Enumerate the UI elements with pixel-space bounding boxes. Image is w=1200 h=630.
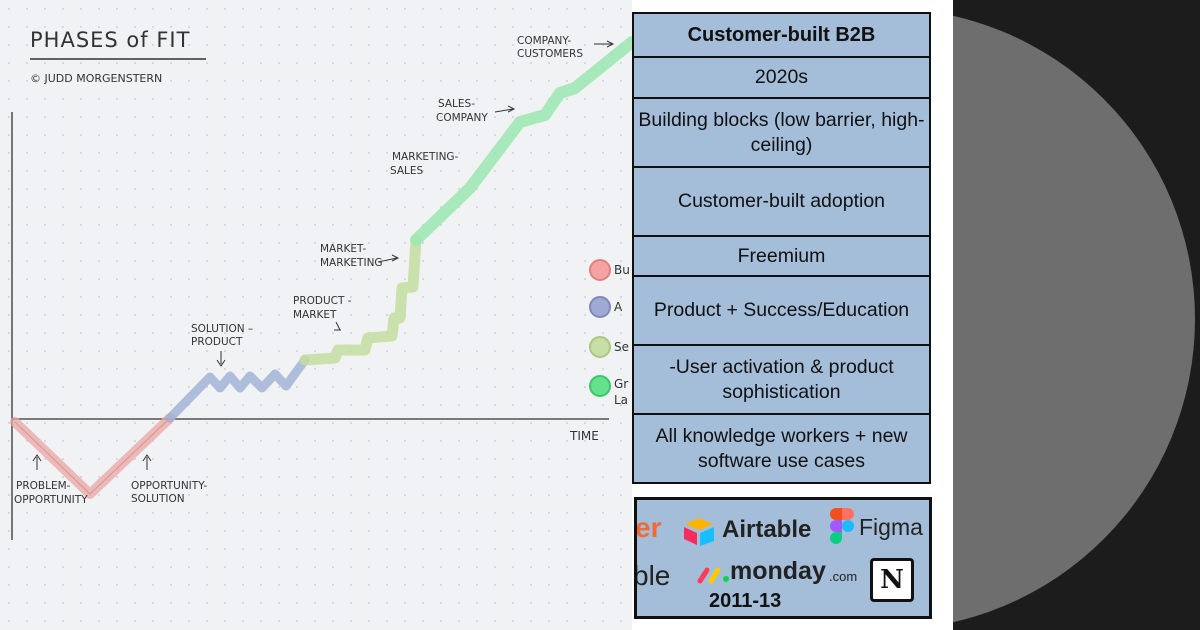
legend-text-4: Gr	[614, 377, 628, 391]
table-row-teams: Product + Success/Education	[634, 277, 929, 346]
product-label-2: MARKET	[293, 309, 337, 321]
phase-labels: PROBLEM- OPPORTUNITY OPPORTUNITY- SOLUTI…	[14, 35, 583, 506]
legend-swatch-olive	[589, 336, 611, 358]
company-label-1: COMPANY-	[517, 35, 572, 47]
problem-opportunity-curve-core	[14, 417, 171, 495]
decorative-circle	[953, 8, 1195, 630]
table-row-building-blocks: Building blocks (low barrier, high-ceili…	[634, 99, 929, 168]
phases-of-fit-diagram: PHASES of FIT © JUDD MORGENSTERN TIME PR…	[0, 0, 632, 630]
sales-label-1: SALES-	[438, 98, 475, 110]
opportunity-label-1: OPPORTUNITY-	[131, 480, 207, 492]
marketing-label-2: SALES	[390, 165, 424, 177]
diagram-title: PHASES of FIT	[30, 28, 190, 52]
airtable-logo: Airtable	[722, 516, 812, 543]
problem-label-1: PROBLEM-	[16, 480, 71, 492]
legend-text-3: Se	[614, 340, 629, 354]
time-axis-label: TIME	[569, 429, 599, 443]
diagram-author: © JUDD MORGENSTERN	[30, 72, 162, 85]
airtable-icon	[684, 518, 714, 546]
decorative-panel	[953, 0, 1200, 630]
table-header: Customer-built B2B	[634, 14, 929, 58]
legend-swatch-green	[589, 375, 611, 397]
years-label: 2011-13	[709, 590, 782, 612]
solution-label-2: PRODUCT	[191, 336, 243, 348]
market-arrow	[377, 254, 400, 263]
figma-icon	[830, 508, 854, 544]
sales-label-2: COMPANY	[436, 112, 488, 124]
solution-arrow	[216, 351, 226, 367]
table-row-adoption: Customer-built adoption	[634, 168, 929, 237]
company-label-2: CUSTOMERS	[517, 48, 583, 60]
company-logos-box: er Airtable Figma ble monday .com N 2011…	[634, 497, 932, 619]
table-row-market: All knowledge workers + new software use…	[634, 415, 929, 484]
customer-built-b2b-table: Customer-built B2B 2020s Building blocks…	[632, 12, 931, 484]
product-label-1: PRODUCT -	[293, 295, 352, 307]
product-market-curve	[299, 234, 422, 366]
legend-text-1: Bu	[614, 263, 630, 277]
company-arrow	[594, 40, 615, 48]
partial-logo-1: er	[635, 512, 662, 543]
monday-logo: monday	[730, 557, 826, 585]
problem-label-2: OPPORTUNITY	[14, 494, 88, 506]
market-label-1: MARKET-	[320, 243, 367, 255]
table-row-pricing: Freemium	[634, 237, 929, 277]
solution-product-curve	[165, 355, 310, 423]
legend-swatch-red	[589, 259, 611, 281]
growth-curve	[410, 36, 632, 246]
notion-letter: N	[880, 565, 904, 595]
market-label-2: MARKETING	[320, 257, 383, 269]
product-arrow	[334, 321, 341, 331]
legend-text-4-sub: La	[614, 393, 628, 407]
table-row-metrics: -User activation & product sophisticatio…	[634, 346, 929, 415]
legend-text-2: A	[614, 300, 623, 314]
monday-icon	[697, 567, 729, 584]
opportunity-arrow	[142, 454, 152, 470]
legend: Bu A Se Gr La	[589, 259, 630, 407]
partial-logo-2: ble	[634, 560, 671, 591]
diagram-canvas: PHASES of FIT © JUDD MORGENSTERN TIME PR…	[10, 28, 632, 540]
legend-swatch-blue	[589, 296, 611, 318]
marketing-label-1: MARKETING-	[392, 151, 459, 163]
table-row-era: 2020s	[634, 58, 929, 99]
notion-icon: N	[870, 558, 914, 602]
monday-logo-suffix: .com	[829, 569, 858, 584]
opportunity-label-2: SOLUTION	[131, 493, 185, 505]
solution-label-1: SOLUTION –	[191, 323, 253, 335]
problem-arrow	[32, 454, 42, 470]
figma-logo: Figma	[859, 514, 923, 540]
sales-arrow	[494, 105, 516, 113]
